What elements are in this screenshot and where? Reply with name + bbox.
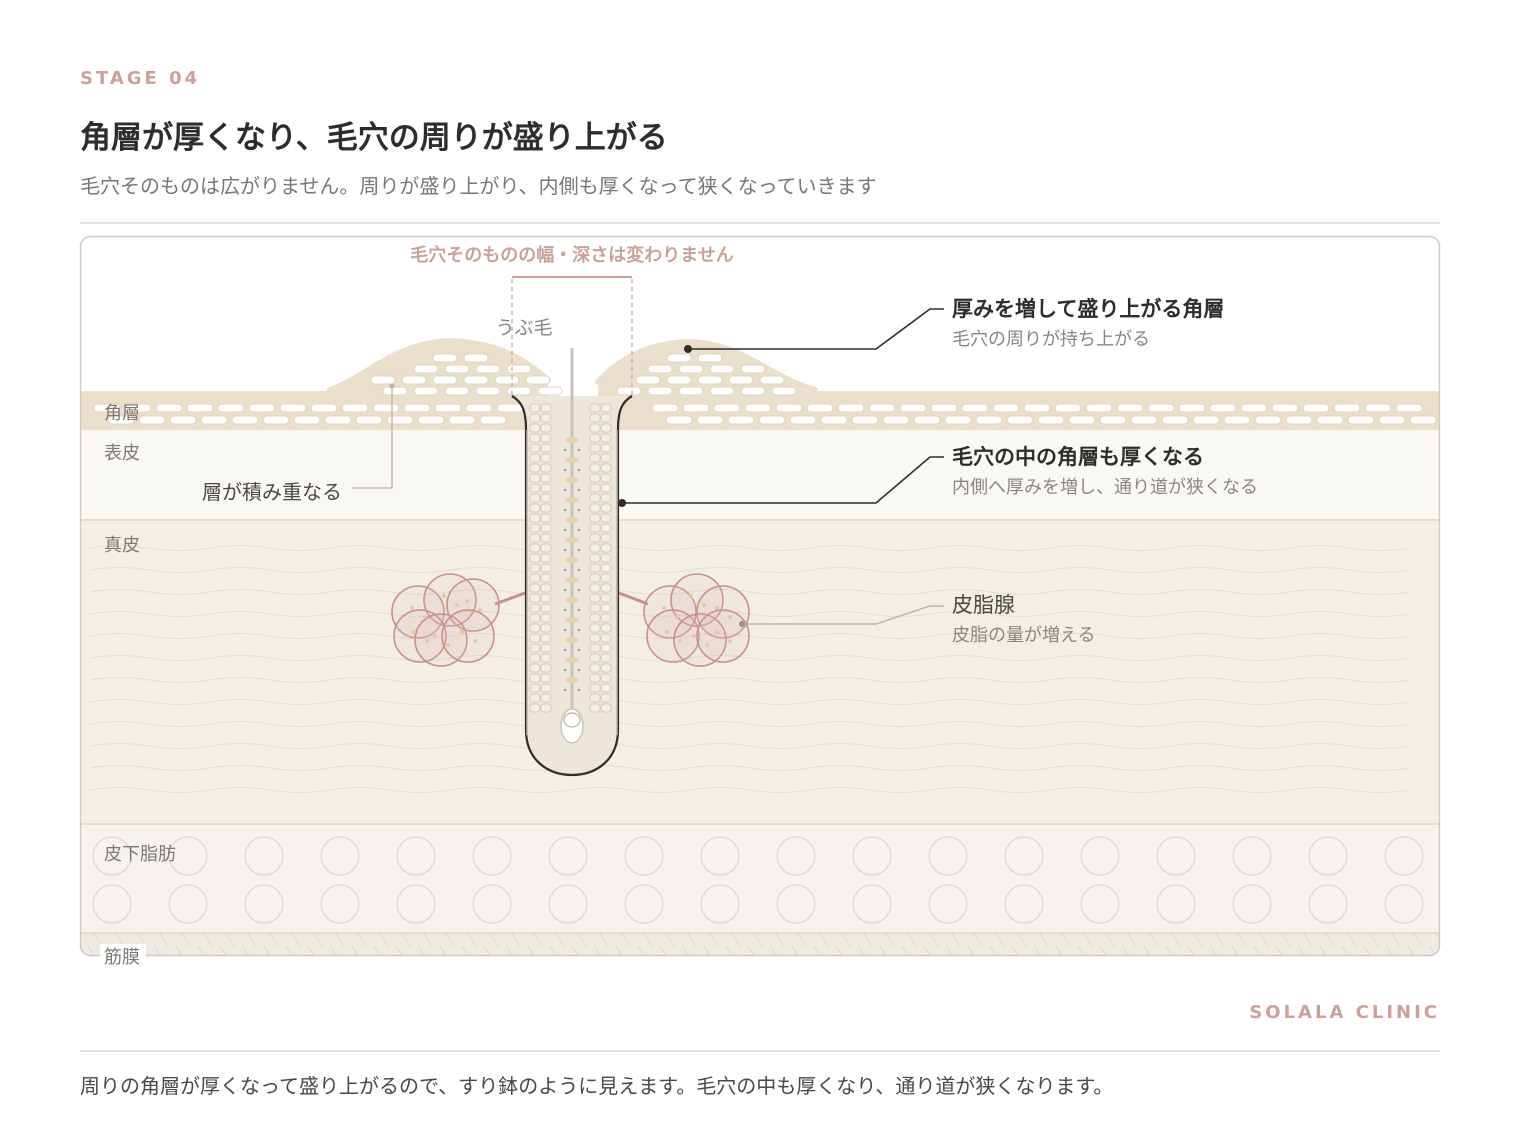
leader-3: [742, 605, 944, 625]
annotation-2-desc: 内側へ厚みを増し、通り道が狭くなる: [952, 477, 1258, 498]
label-dermis: 真皮: [104, 535, 140, 556]
top-note: 毛穴そのものの幅・深さは変わりません: [410, 244, 733, 266]
page-subtitle: 毛穴そのものは広がりません。周りが盛り上がり、内側も厚くなって狭くなっていきます: [80, 174, 877, 198]
sebaceous-gland-right: [615, 573, 750, 667]
leader-2: [622, 456, 944, 504]
leader-left: [352, 386, 393, 489]
label-stratum-corneum: 角層: [104, 403, 140, 424]
fat-cells: [92, 836, 1424, 924]
annotation-1-title: 厚みを増して盛り上がる角層: [952, 297, 1224, 321]
epidermis-layer: [81, 430, 1439, 520]
raised-mound-left: [81, 343, 548, 398]
follicle-keratin-cells: [529, 403, 612, 713]
left-annotation: 層が積み重なる: [202, 480, 342, 504]
diagram-panel: [79, 235, 1441, 957]
annotation-2-title: 毛穴の中の角層も厚くなる: [952, 445, 1204, 469]
dermis-fibers: [89, 545, 1411, 793]
footer-caption: 周りの角層が厚くなって盛り上がるので、すり鉢のように見えます。毛穴の中も厚くなり…: [80, 1074, 1114, 1098]
vellus-hair-label: うぶ毛: [495, 317, 552, 339]
clinic-brand: SOLALA CLINIC: [1249, 1002, 1440, 1023]
follicle-wall: [511, 395, 633, 777]
stage-label: STAGE 04: [80, 68, 201, 89]
annotation-3-title: 皮脂腺: [952, 593, 1015, 617]
label-subcutaneous: 皮下脂肪: [104, 844, 176, 865]
bottom-divider: [80, 1050, 1440, 1052]
stratum-corneum-layer: [81, 396, 1439, 430]
subcutaneous-layer: [81, 825, 1439, 933]
label-fascia: 筋膜: [104, 947, 140, 968]
label-epidermis: 表皮: [104, 443, 140, 464]
annotation-1-desc: 毛穴の周りが持ち上がる: [952, 329, 1150, 350]
leader-1: [688, 308, 944, 350]
page-title: 角層が厚くなり、毛穴の周りが盛り上がる: [80, 120, 668, 156]
annotation-3-desc: 皮脂の量が増える: [952, 625, 1095, 646]
keratin-cells: [93, 353, 1437, 425]
sebaceous-gland-left: [391, 573, 529, 667]
top-divider: [80, 222, 1440, 224]
dermis-layer: [81, 521, 1439, 824]
